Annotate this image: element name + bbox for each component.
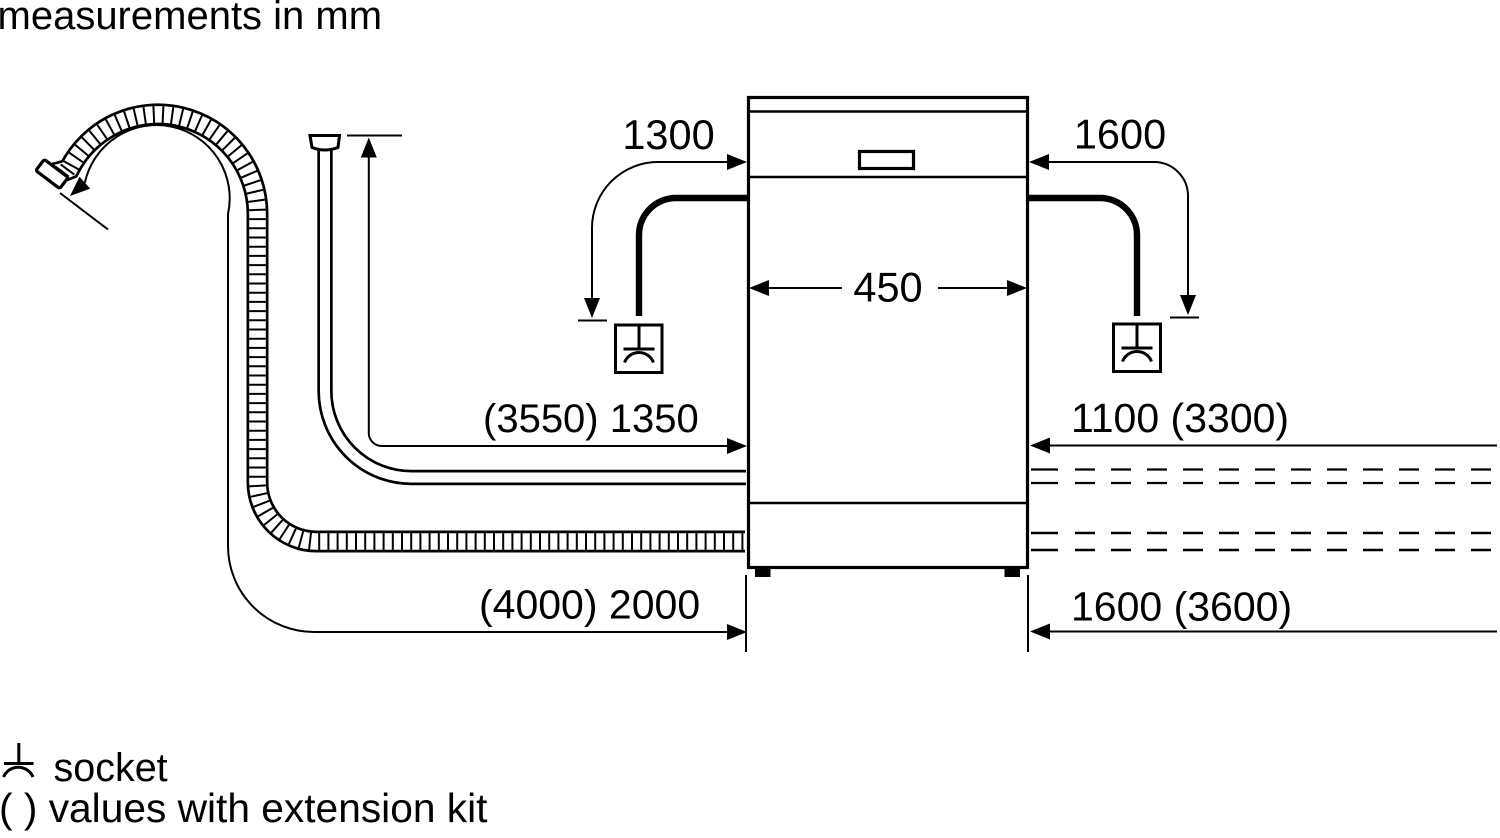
svg-text:1600 (3600): 1600 (3600) xyxy=(1071,584,1292,630)
svg-text:1600: 1600 xyxy=(1074,111,1166,158)
svg-text:450: 450 xyxy=(853,264,922,311)
svg-text:1100 (3300): 1100 (3300) xyxy=(1071,395,1289,441)
svg-text:socket: socket xyxy=(54,746,168,790)
svg-text:( ) values with extension kit: ( ) values with extension kit xyxy=(0,785,487,831)
svg-text:measurements in mm: measurements in mm xyxy=(0,0,382,38)
svg-text:1300: 1300 xyxy=(622,111,714,158)
svg-text:(4000) 2000: (4000) 2000 xyxy=(479,582,700,628)
svg-text:(3550) 1350: (3550) 1350 xyxy=(483,397,699,441)
